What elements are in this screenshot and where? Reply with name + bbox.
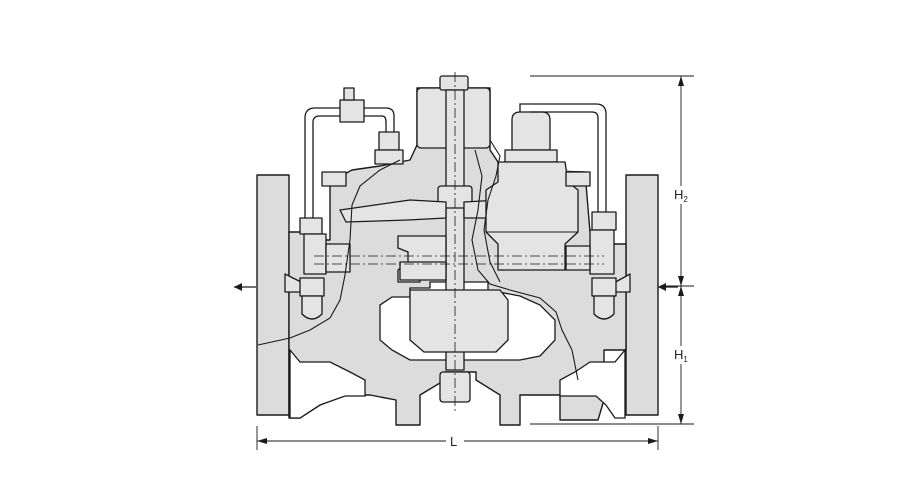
pilot-neck: [504, 149, 558, 163]
h1-arrow-top: [678, 286, 684, 296]
left-flow-arrowhead: [234, 283, 242, 291]
left-upper-fitting: [299, 217, 323, 235]
left-body-plug: [321, 171, 347, 187]
right-body-plug: [565, 171, 591, 187]
flow-arrows: [234, 283, 678, 291]
lower-guide: [409, 289, 509, 353]
height-upper-label: H2: [674, 187, 688, 204]
pilot-body: [485, 161, 579, 271]
right-lower-fitting: [591, 277, 617, 297]
diaphragm: [339, 199, 447, 223]
right-tube-outer: [519, 103, 607, 212]
h1-label-bg: [672, 346, 692, 364]
left-tee: [303, 233, 327, 275]
h1-arrow-bottom: [678, 414, 684, 424]
lower-openings: [289, 348, 366, 419]
right-union: [565, 245, 591, 271]
left-tube-top: [364, 107, 395, 132]
l-arrow-right: [648, 438, 658, 444]
h2-arrow-bottom: [678, 276, 684, 286]
left-ball-valve: [339, 99, 365, 123]
height-lower-subscript: 1: [683, 355, 688, 364]
height-upper-letter: H: [674, 187, 683, 202]
right-upper-fitting: [591, 211, 617, 231]
right-flange: [625, 174, 659, 416]
right-tee: [589, 229, 615, 275]
section-break-line: [257, 149, 579, 381]
top-nut: [439, 75, 469, 91]
height-lower-letter: H: [674, 347, 683, 362]
right-strainer: [593, 295, 615, 320]
left-top-fitting: [378, 131, 400, 151]
height-lower-label: H1: [674, 347, 688, 364]
height-upper-subscript: 2: [683, 195, 688, 204]
left-tube-inner: [312, 115, 340, 222]
left-top-nut: [374, 149, 404, 165]
h2-arrow-top: [678, 76, 684, 86]
lower-opening-right: [559, 348, 626, 419]
l-arrow-left: [257, 438, 267, 444]
left-tube-outer: [304, 107, 340, 222]
pilot-regulator: [485, 111, 579, 271]
l-label-bg: [446, 432, 464, 450]
left-tube-top-inner: [364, 115, 387, 132]
left-lower-fitting: [299, 277, 325, 297]
h2-label-bg: [672, 186, 692, 204]
section-break-line-2: [483, 139, 501, 283]
left-strainer: [301, 295, 323, 320]
left-ball-valve-handle: [343, 87, 355, 101]
seat-ring: [399, 261, 447, 281]
right-flow-arrowhead: [658, 283, 666, 291]
right-tube-inner: [530, 111, 599, 212]
length-label: L: [450, 434, 457, 449]
left-flange: [256, 174, 290, 416]
pilot-cap: [511, 111, 551, 151]
right-tubing: [519, 103, 631, 320]
